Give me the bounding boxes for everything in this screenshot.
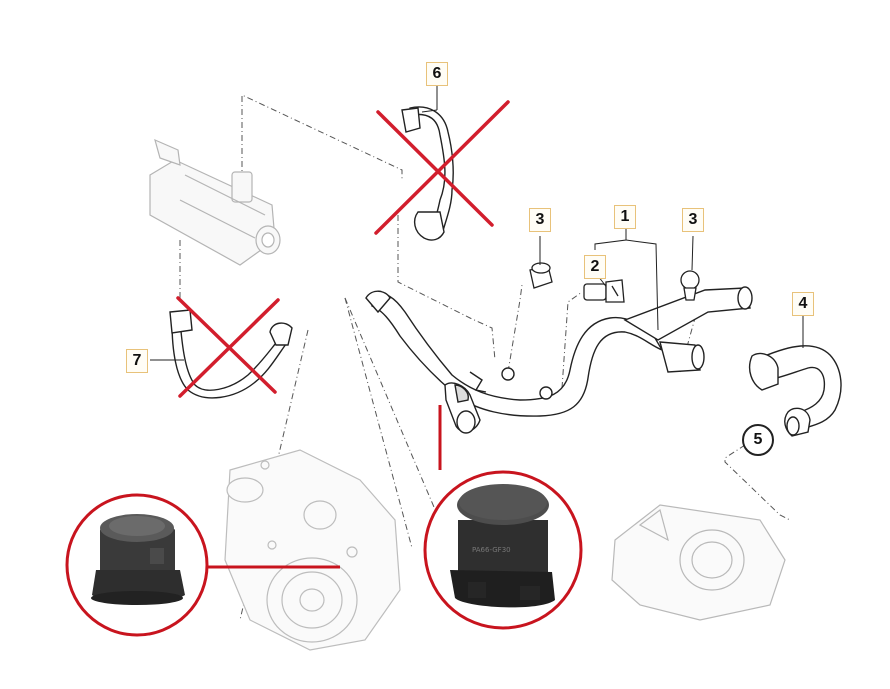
hose-part-6 [401, 106, 454, 241]
callout-5: 5 [742, 424, 774, 456]
strike-x-part-7 [176, 296, 280, 398]
callout-3-left: 3 [529, 208, 551, 232]
hose-part-7 [169, 309, 293, 399]
callout-1: 1 [614, 205, 636, 229]
cap-photo-right: PA66-GF30 [423, 470, 583, 630]
hose-part-4 [748, 345, 842, 437]
callout-3-right: 3 [682, 208, 704, 232]
main-hose-part-1 [365, 286, 753, 434]
callout-2: 2 [584, 255, 606, 279]
water-pump-ghost [224, 449, 401, 651]
thermostat-housing-ghost [611, 504, 786, 621]
callout-4: 4 [792, 292, 814, 316]
callout-7: 7 [126, 349, 148, 373]
strike-x-part-6 [374, 100, 510, 235]
plug-part-3-right [680, 270, 700, 301]
callout-6: 6 [426, 62, 448, 86]
water-valve-ghost [149, 138, 281, 266]
cap-part-marking: PA66-GF30 [472, 546, 511, 554]
highlight-connectors [208, 405, 442, 569]
plug-part-3-left [529, 262, 553, 289]
cap-photo-left [65, 493, 209, 637]
bolt-part-2 [583, 279, 625, 303]
